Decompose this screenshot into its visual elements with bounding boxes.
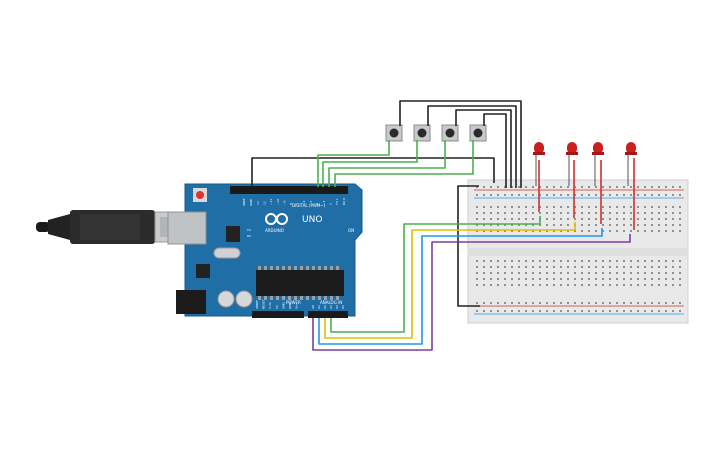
red-led[interactable] (592, 142, 604, 186)
wire-black-rail[interactable] (457, 185, 480, 307)
digital-pin-label: 4 (315, 203, 319, 205)
digital-header-label: DIGITAL (PWM~) (292, 203, 326, 208)
analog-pin-label: A1 (317, 305, 321, 309)
wire-black-3[interactable] (455, 109, 512, 188)
power-pin-label: Vin (295, 304, 299, 309)
wire-blue-analog[interactable] (318, 228, 603, 345)
red-led[interactable] (566, 142, 578, 186)
breadboard[interactable] (467, 179, 689, 324)
brand-label: ARDUINO (265, 228, 284, 233)
arduino-uno-board[interactable]: UNO ARDUINO DIGITAL (PWM~) POWER ANALOG … (167, 183, 363, 318)
wire-black-4[interactable] (483, 113, 507, 188)
analog-pin-label: A5 (341, 305, 345, 309)
analog-pin-label: A2 (323, 305, 327, 309)
wire-green-analog[interactable] (330, 216, 541, 333)
power-pin-label: GND (281, 301, 285, 309)
digital-pin-label: ~3 (322, 200, 326, 205)
power-header (252, 311, 304, 318)
digital-pin-label: ~5 (309, 200, 313, 205)
power-pin-label: GND (288, 301, 292, 309)
digital-pin-label: 8 (289, 203, 293, 205)
power-pin-label: 3.3V (268, 301, 272, 309)
pushbutton[interactable] (441, 124, 459, 142)
usb-cable[interactable] (36, 210, 186, 244)
aref-label: AREF (242, 198, 246, 206)
analog-pin-label: A3 (329, 305, 333, 309)
wire-green-3[interactable] (328, 140, 446, 187)
on-label: ON (348, 228, 354, 233)
wire-green-4[interactable] (334, 140, 474, 187)
wire-green-1[interactable] (317, 140, 390, 187)
red-led[interactable] (533, 142, 545, 186)
wire-yellow-analog[interactable] (324, 222, 576, 339)
model-label: UNO (302, 215, 322, 225)
analog-pin-label: A0 (311, 305, 315, 309)
digital-pin-label: ~10 (276, 199, 280, 205)
tx-label: TX (246, 228, 251, 232)
gnd-label: GND (249, 198, 253, 206)
wire-black-gnd[interactable] (251, 157, 495, 187)
red-led[interactable] (625, 142, 637, 186)
digital-pin-label: 12 (263, 201, 267, 205)
pushbutton[interactable] (413, 124, 431, 142)
usb-port (167, 211, 207, 245)
digital-pin-label: 7 (296, 203, 300, 205)
pushbutton[interactable] (385, 124, 403, 142)
power-jack (176, 290, 206, 314)
digital-pin-label: RX 0 (342, 198, 346, 205)
analog-label: ANALOG IN (320, 300, 342, 305)
atmega-chip (256, 270, 344, 296)
wire-purple-analog[interactable] (312, 234, 631, 351)
digital-pin-label: ~11 (269, 199, 273, 205)
power-pin-label: 5V (275, 304, 279, 309)
analog-pin-label: A4 (335, 305, 339, 309)
rx-label: RX (247, 234, 251, 238)
analog-header (308, 311, 348, 318)
wire-black-1[interactable] (399, 100, 522, 188)
power-pin-label: RESET (262, 299, 266, 309)
digital-pin-label: ~9 (282, 200, 286, 205)
pushbutton[interactable] (469, 124, 487, 142)
digital-pin-label: 2 (329, 203, 333, 205)
digital-header (230, 186, 348, 194)
wire-green-2[interactable] (322, 140, 418, 187)
power-pin-label: IOREF (255, 300, 259, 309)
wire-black-2[interactable] (427, 105, 517, 188)
digital-pin-label: 13 (256, 201, 260, 205)
digital-pin-label: TX 1 (335, 198, 339, 206)
power-label: POWER (286, 300, 301, 305)
digital-pin-label: ~6 (302, 200, 306, 205)
arduino-logo-icon (265, 213, 288, 225)
